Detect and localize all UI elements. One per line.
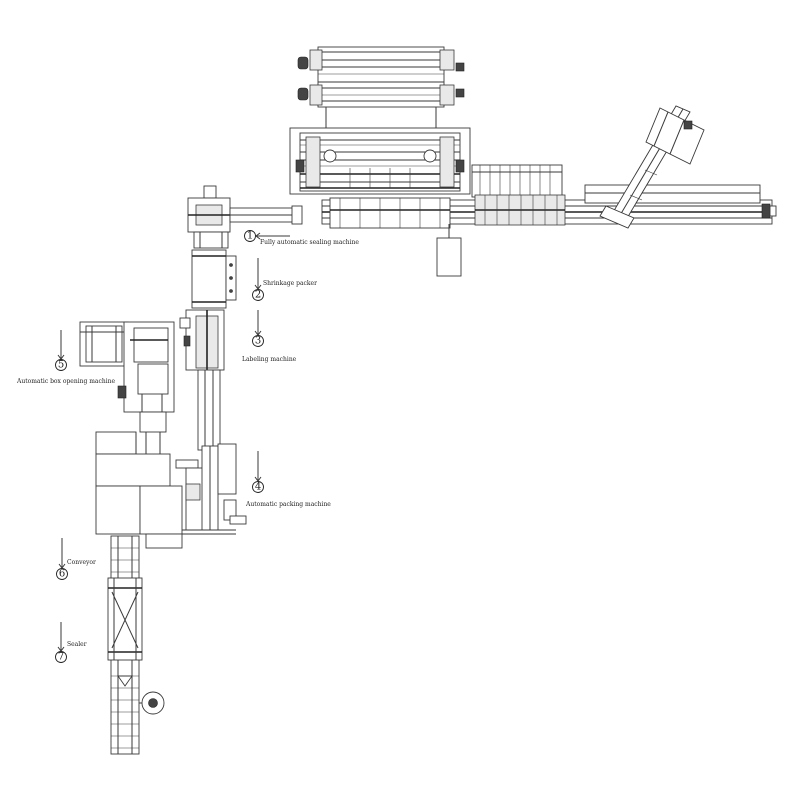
bottom-conveyor-unit bbox=[107, 535, 165, 755]
callout-label-shrinkage-packer: Shrinkage packer bbox=[263, 280, 317, 287]
callout-label-box-opening-machine: Automatic box opening machine bbox=[16, 378, 116, 385]
callout-number: 4 bbox=[255, 482, 261, 493]
callout-number: 1 bbox=[247, 231, 253, 242]
box-opening-machine-unit bbox=[79, 321, 175, 455]
callout-label-conveyor: Conveyor bbox=[67, 559, 96, 566]
callout-number: 3 bbox=[255, 336, 261, 347]
callout-number: 2 bbox=[255, 290, 261, 301]
callout-3: 3 Labeling machine bbox=[242, 310, 297, 363]
callout-number: 6 bbox=[59, 569, 65, 580]
sealing-machine-unit bbox=[187, 185, 303, 249]
shrinkage-packer-unit bbox=[191, 249, 237, 309]
callout-5: 5 Automatic box opening machine bbox=[16, 330, 116, 385]
callout-2: 2 Shrinkage packer bbox=[252, 258, 317, 301]
packing-machine-unit bbox=[95, 431, 247, 549]
callout-label-sealing-machine: Fully automatic sealing machine bbox=[260, 239, 359, 246]
callout-label-labeling-machine: Labeling machine bbox=[242, 356, 297, 363]
callout-1: 1 Fully automatic sealing machine bbox=[244, 230, 359, 246]
cap-elevator bbox=[599, 105, 705, 229]
callout-label-sealer: Sealer bbox=[67, 641, 87, 648]
callout-number: 7 bbox=[58, 652, 64, 663]
callout-label-packing-machine: Automatic packing machine bbox=[245, 501, 331, 508]
callout-7: 7 Sealer bbox=[55, 622, 87, 663]
callout-6: 6 Conveyor bbox=[56, 538, 96, 580]
callout-number: 5 bbox=[58, 360, 64, 371]
labeling-machine-unit bbox=[179, 309, 225, 451]
callout-4: 4 Automatic packing machine bbox=[245, 451, 331, 508]
top-filling-machine bbox=[289, 46, 563, 198]
main-conveyor-line bbox=[321, 184, 777, 277]
